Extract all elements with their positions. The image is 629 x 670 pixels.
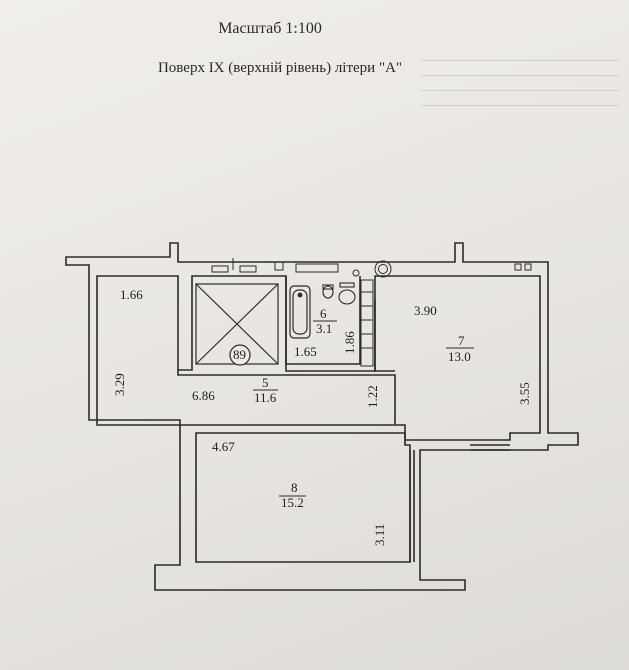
room-6-number: 6 bbox=[320, 306, 327, 321]
room-6-area: 3.1 bbox=[316, 321, 332, 336]
room-8-walls bbox=[195, 432, 411, 563]
bathroom-wall bbox=[285, 276, 361, 365]
bath-tub bbox=[289, 285, 311, 339]
bleed-through-lines bbox=[420, 60, 620, 130]
boiler bbox=[374, 260, 392, 278]
kitchen-counter bbox=[360, 279, 374, 367]
dim-1-66: 1.66 bbox=[120, 287, 143, 302]
stair-circle bbox=[229, 344, 251, 366]
room-5-area: 11.6 bbox=[254, 390, 277, 405]
window-lower bbox=[409, 450, 415, 562]
dim-1-86: 1.86 bbox=[342, 331, 357, 354]
dim-4-67: 4.67 bbox=[212, 439, 235, 454]
room-8-area: 15.2 bbox=[281, 495, 304, 510]
corridor-wall bbox=[177, 370, 396, 425]
dim-3-29: 3.29 bbox=[112, 373, 127, 396]
window-right bbox=[470, 444, 510, 451]
dim-1-22: 1.22 bbox=[365, 385, 380, 408]
room-8-number: 8 bbox=[291, 480, 298, 495]
outer-wall-inner bbox=[96, 275, 541, 441]
room-7-number: 7 bbox=[458, 333, 465, 348]
outer-wall-outer bbox=[65, 242, 579, 591]
sink bbox=[338, 289, 356, 305]
dim-3-11: 3.11 bbox=[372, 524, 387, 546]
top-fixture-1 bbox=[211, 265, 229, 273]
floor-title: Поверх IX (верхній рівень) літери "А" bbox=[157, 60, 403, 76]
room-5-number: 5 bbox=[262, 375, 269, 390]
room-7-area: 13.0 bbox=[448, 349, 471, 364]
room-89-number: 89 bbox=[233, 347, 246, 362]
scale-title: Масштаб 1:100 bbox=[218, 20, 322, 37]
top-fixture-2 bbox=[239, 265, 257, 273]
toilet bbox=[322, 285, 334, 299]
top-fixture-3 bbox=[295, 263, 339, 273]
dim-1-65: 1.65 bbox=[294, 344, 317, 359]
dim-6-86: 6.86 bbox=[192, 388, 215, 403]
dim-3-55: 3.55 bbox=[517, 382, 532, 405]
room-7-wall bbox=[374, 300, 395, 372]
dim-3-90: 3.90 bbox=[414, 303, 437, 318]
